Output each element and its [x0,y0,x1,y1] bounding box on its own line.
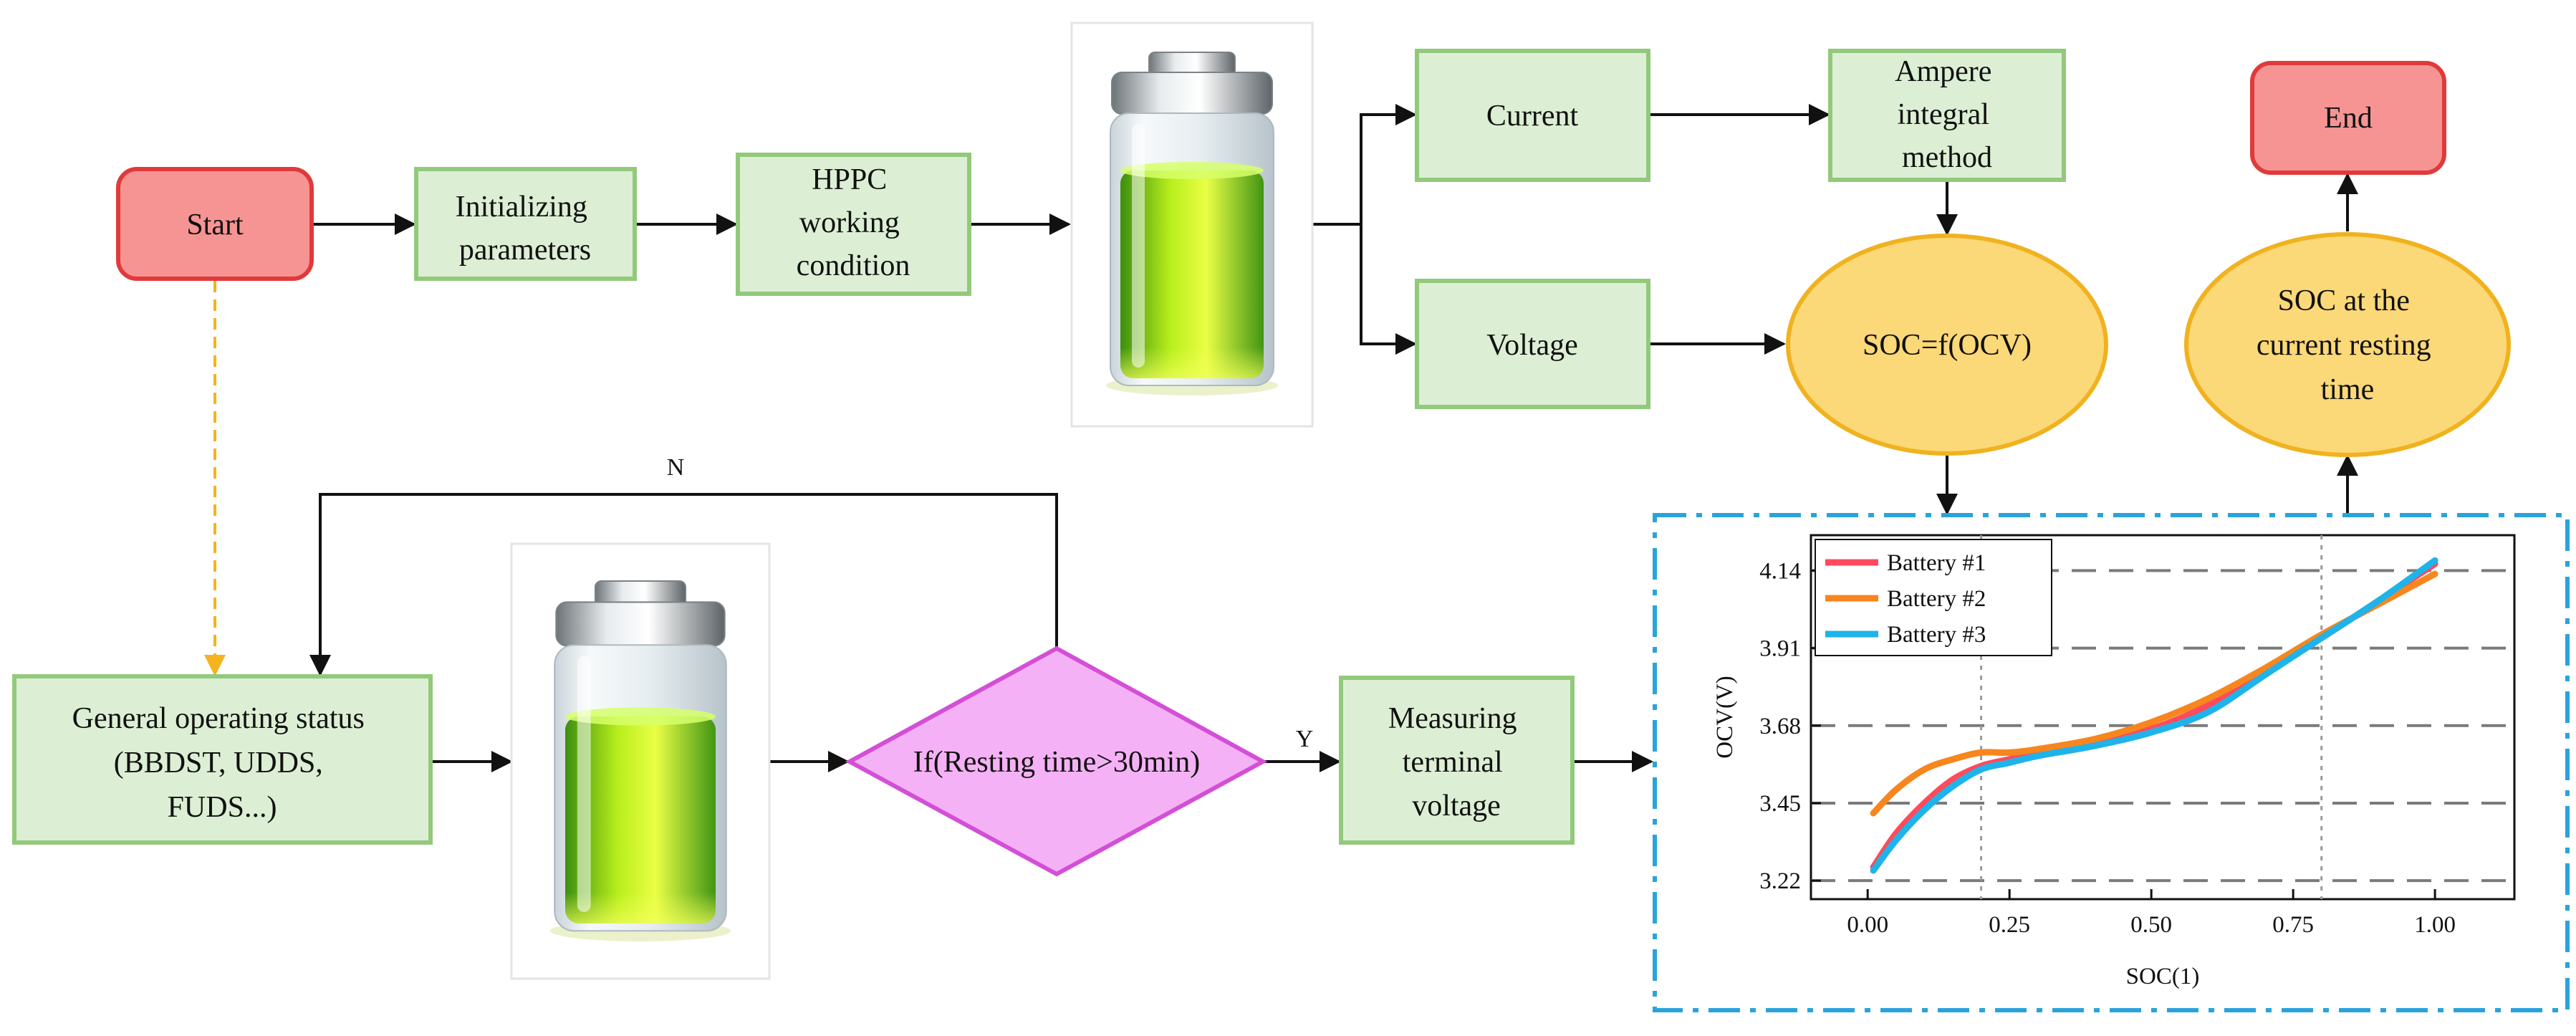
start-node: Start [116,167,314,281]
current-box: Current [1415,49,1650,182]
svg-text:Measuring terminal: Measuring terminal voltage [1388,702,1524,822]
current-label: Current [1486,100,1579,133]
svg-text:SOC at the current resti: SOC at the current resting time [2257,284,2438,406]
decision-label: If(Resting time>30min) [913,746,1200,779]
measure-line-3: voltage [1412,790,1501,822]
general-line-1: General operating status [72,702,365,735]
general-line-3: FUDS...) [168,791,277,824]
end-label: End [2324,102,2373,135]
voltage-label: Voltage [1486,329,1578,362]
ampere-line-2: integral [1898,98,1989,131]
general-line-2: (BBDST, UDDS, [114,747,323,780]
ampere-integral-box: Ampere integral method [1828,49,2066,182]
y-tick-label: 3.22 [1759,868,1801,894]
resting-time-decision: If(Resting time>30min) [845,646,1268,877]
legend-label-2: Battery #2 [1887,586,1986,612]
arrow-split-to-current [1360,104,1417,224]
end-node: End [2250,61,2446,175]
svg-text:HPPC working condi: HPPC working condition [797,163,910,282]
hppc-line-1: HPPC [812,163,887,196]
start-label: Start [186,208,244,241]
y-axis-label: OCV(V) [1712,676,1738,758]
tick-layer: 0.00 0.25 0.50 0.75 1.00 3.22 3.45 3.68 3.91 4.14 [1759,558,2456,938]
initializing-parameters-box: Initializing parameters [414,167,637,281]
measure-line-1: Measuring [1388,702,1517,735]
hppc-line-2: working [799,206,900,239]
x-tick-label: 0.50 [2130,912,2172,938]
y-tick-label: 3.91 [1759,636,1801,662]
y-tick-label: 3.45 [1759,791,1801,817]
battery-image-bottom [510,542,771,980]
y-tick-label: 3.68 [1759,714,1801,739]
legend-label-1: Battery #1 [1887,550,1986,576]
edge-label-no: N [667,454,685,481]
arrow-decision-no-loop [309,493,1058,676]
init-line-1: Initializing [456,191,587,224]
ampere-line-3: method [1902,141,1992,174]
x-tick-label: 0.75 [2272,912,2314,938]
series-line-3 [1870,557,2438,874]
soc-rest-line-2: current resting [2257,329,2431,362]
hppc-line-3: condition [797,249,910,282]
x-axis-label: SOC(1) [2126,964,2200,989]
battery-image-top [1070,21,1314,428]
svg-text:Ampere integral me: Ampere integral method [1895,55,1999,174]
x-tick-label: 1.00 [2414,912,2456,938]
y-tick-label: 4.14 [1759,558,1801,584]
series-layer [1870,557,2438,874]
init-line-2: parameters [459,234,591,267]
legend: Battery #1 Battery #2 Battery #3 [1815,539,2052,656]
soc-f-ocv-ellipse: SOC=f(OCV) [1786,234,2108,456]
arrow-split-to-voltage [1360,224,1417,355]
svg-text:General operating status: General operating status (BBDST, UDDS, F… [72,702,373,824]
x-tick-label: 0.00 [1847,912,1888,938]
ampere-line-1: Ampere [1895,55,1991,88]
svg-text:Initializing parameters: Initializing parameters [456,191,595,267]
voltage-box: Voltage [1415,279,1650,409]
soc-f-label: SOC=f(OCV) [1863,329,2032,362]
general-operating-status-box: General operating status (BBDST, UDDS, F… [12,674,433,845]
connectors [309,104,2358,772]
measuring-terminal-voltage-box: Measuring terminal voltage [1339,676,1575,845]
soc-rest-line-1: SOC at the [2278,284,2410,317]
legend-label-3: Battery #3 [1887,622,1986,648]
ocv-soc-chart: 0.00 0.25 0.50 0.75 1.00 3.22 3.45 3.68 3.91 4.14… [1712,534,2516,989]
edge-label-yes: Y [1296,726,1314,752]
x-tick-label: 0.25 [1989,912,2030,938]
measure-line-2: terminal [1403,746,1503,779]
chart-frame [1653,513,2570,1012]
hppc-working-condition-box: HPPC working condition [736,153,971,296]
soc-rest-line-3: time [2321,373,2375,406]
soc-resting-time-ellipse: SOC at the current resting time [2184,232,2511,457]
